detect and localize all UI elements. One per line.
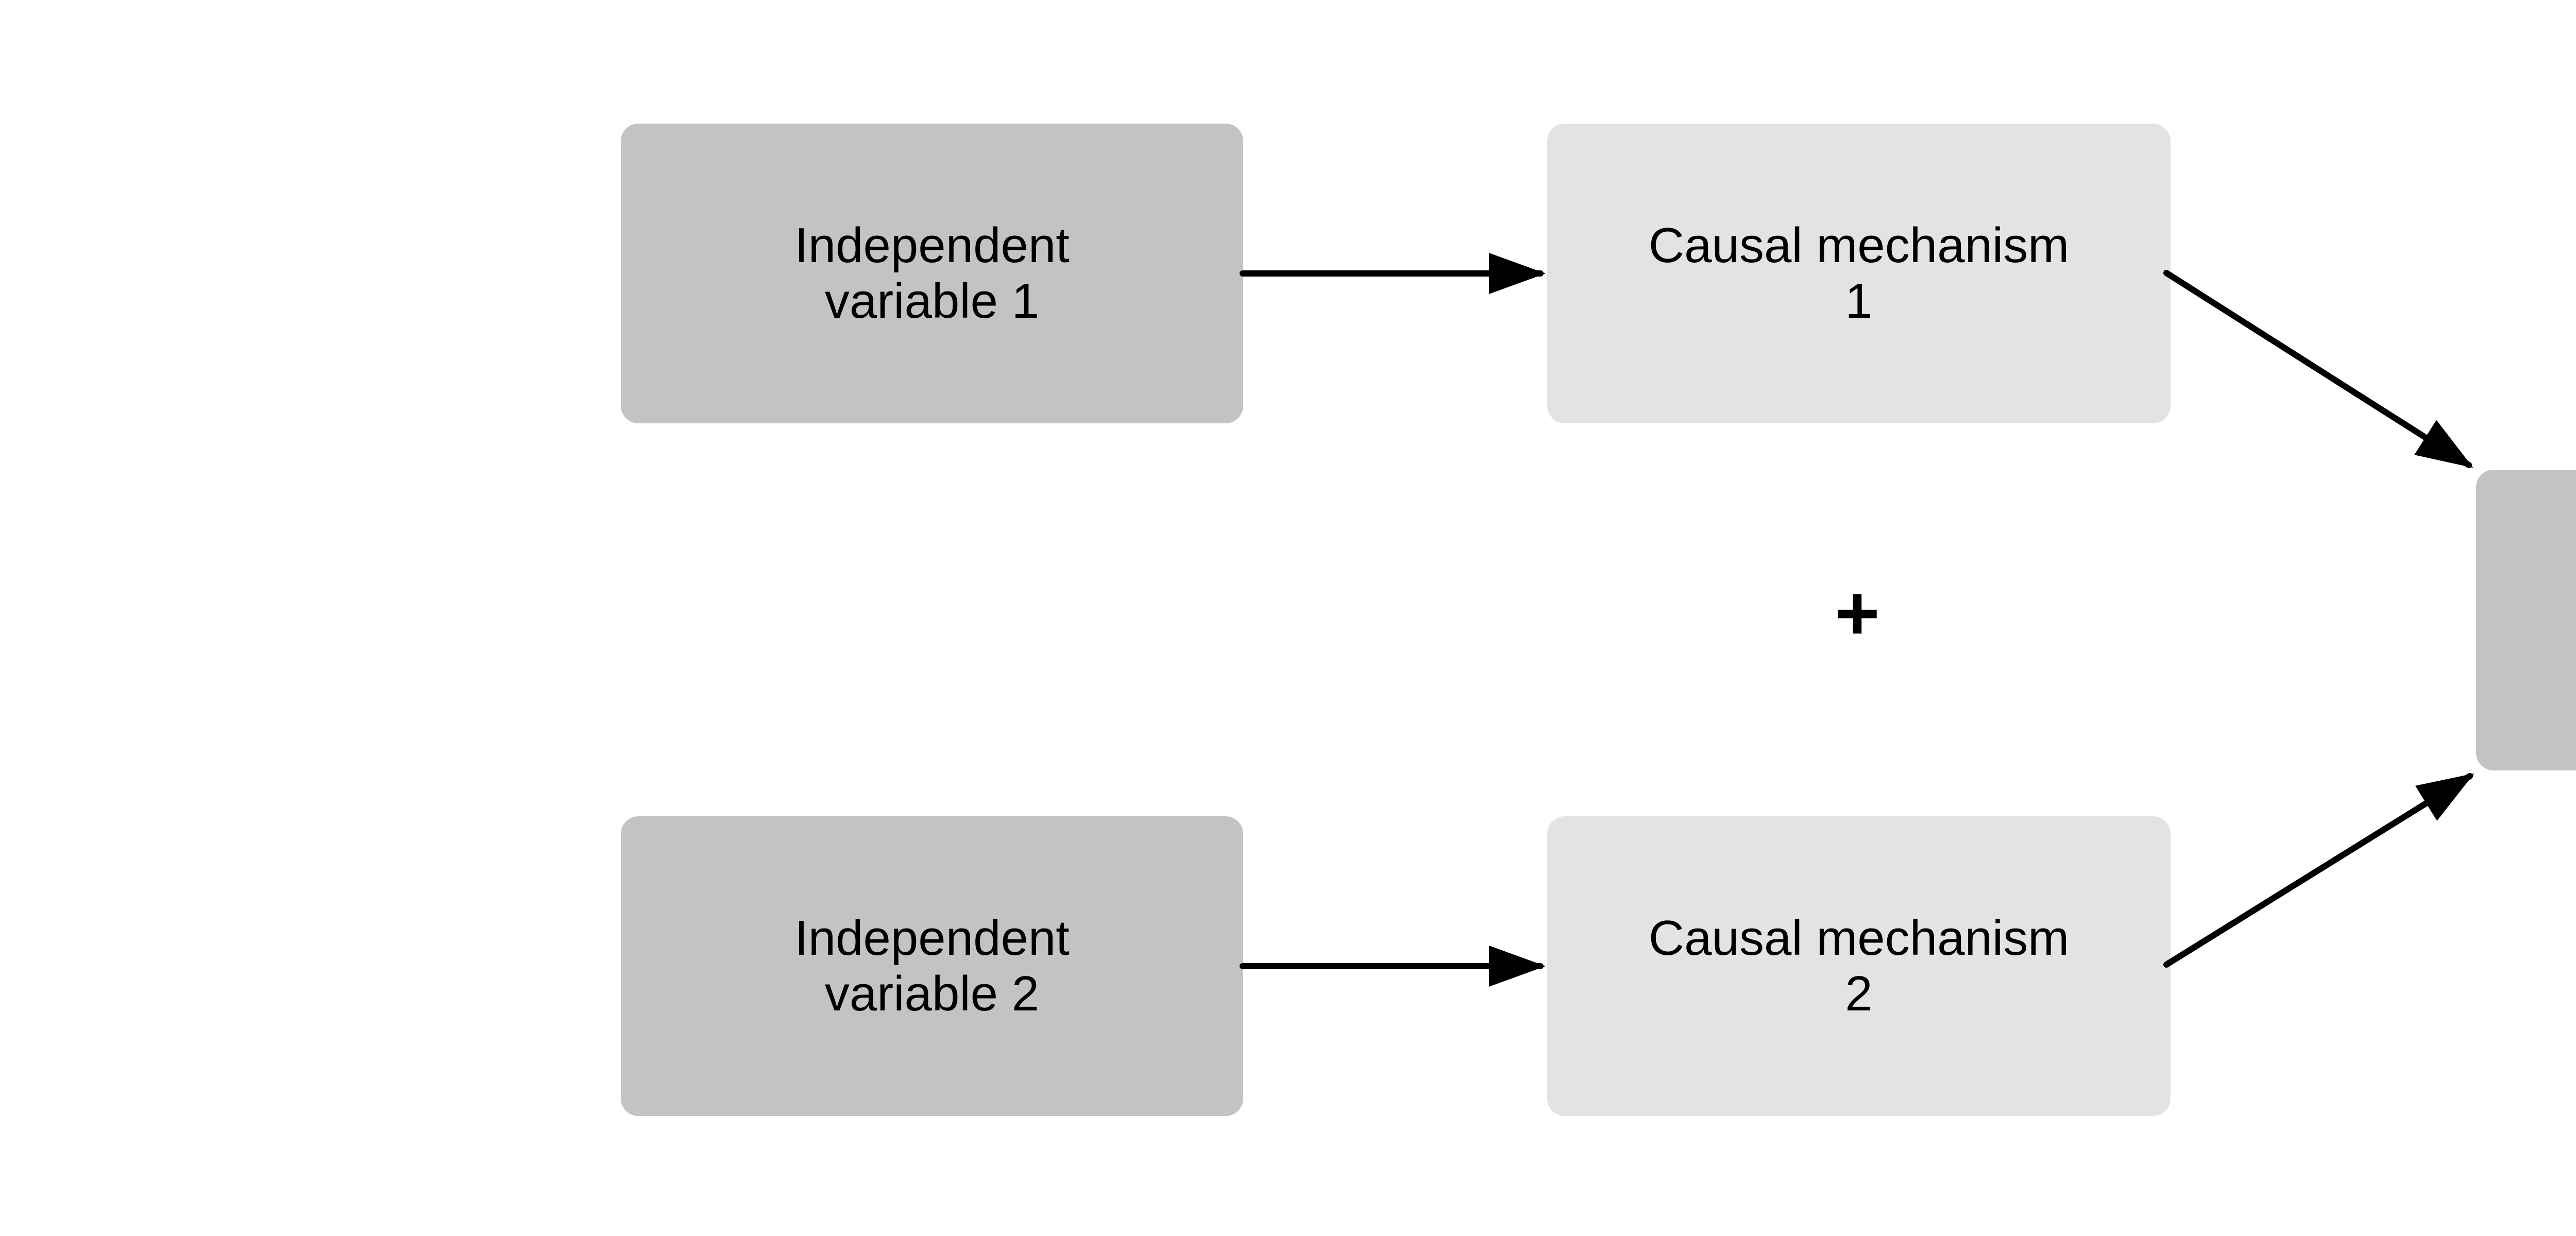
node-causal-mechanism-1: Causal mechanism 1 xyxy=(1547,124,2171,423)
node-independent-variable-2: Independent variable 2 xyxy=(621,816,1243,1116)
node-causal-mechanism-1-label: Causal mechanism 1 xyxy=(1648,218,2070,329)
node-causal-mechanism-2-label: Causal mechanism 2 xyxy=(1648,911,2070,1021)
plus-operator: + xyxy=(1835,569,1880,656)
edge-cm1-to-dv xyxy=(2163,270,2473,468)
node-independent-variable-2-label: Independent variable 2 xyxy=(794,911,1070,1021)
edge-cm2-to-dv xyxy=(2163,773,2475,968)
node-independent-variable-1-label: Independent variable 1 xyxy=(794,218,1070,329)
node-dependent-variable: Dependent variable xyxy=(2476,470,2576,770)
node-independent-variable-1: Independent variable 1 xyxy=(621,124,1243,423)
node-causal-mechanism-2: Causal mechanism 2 xyxy=(1547,816,2171,1116)
